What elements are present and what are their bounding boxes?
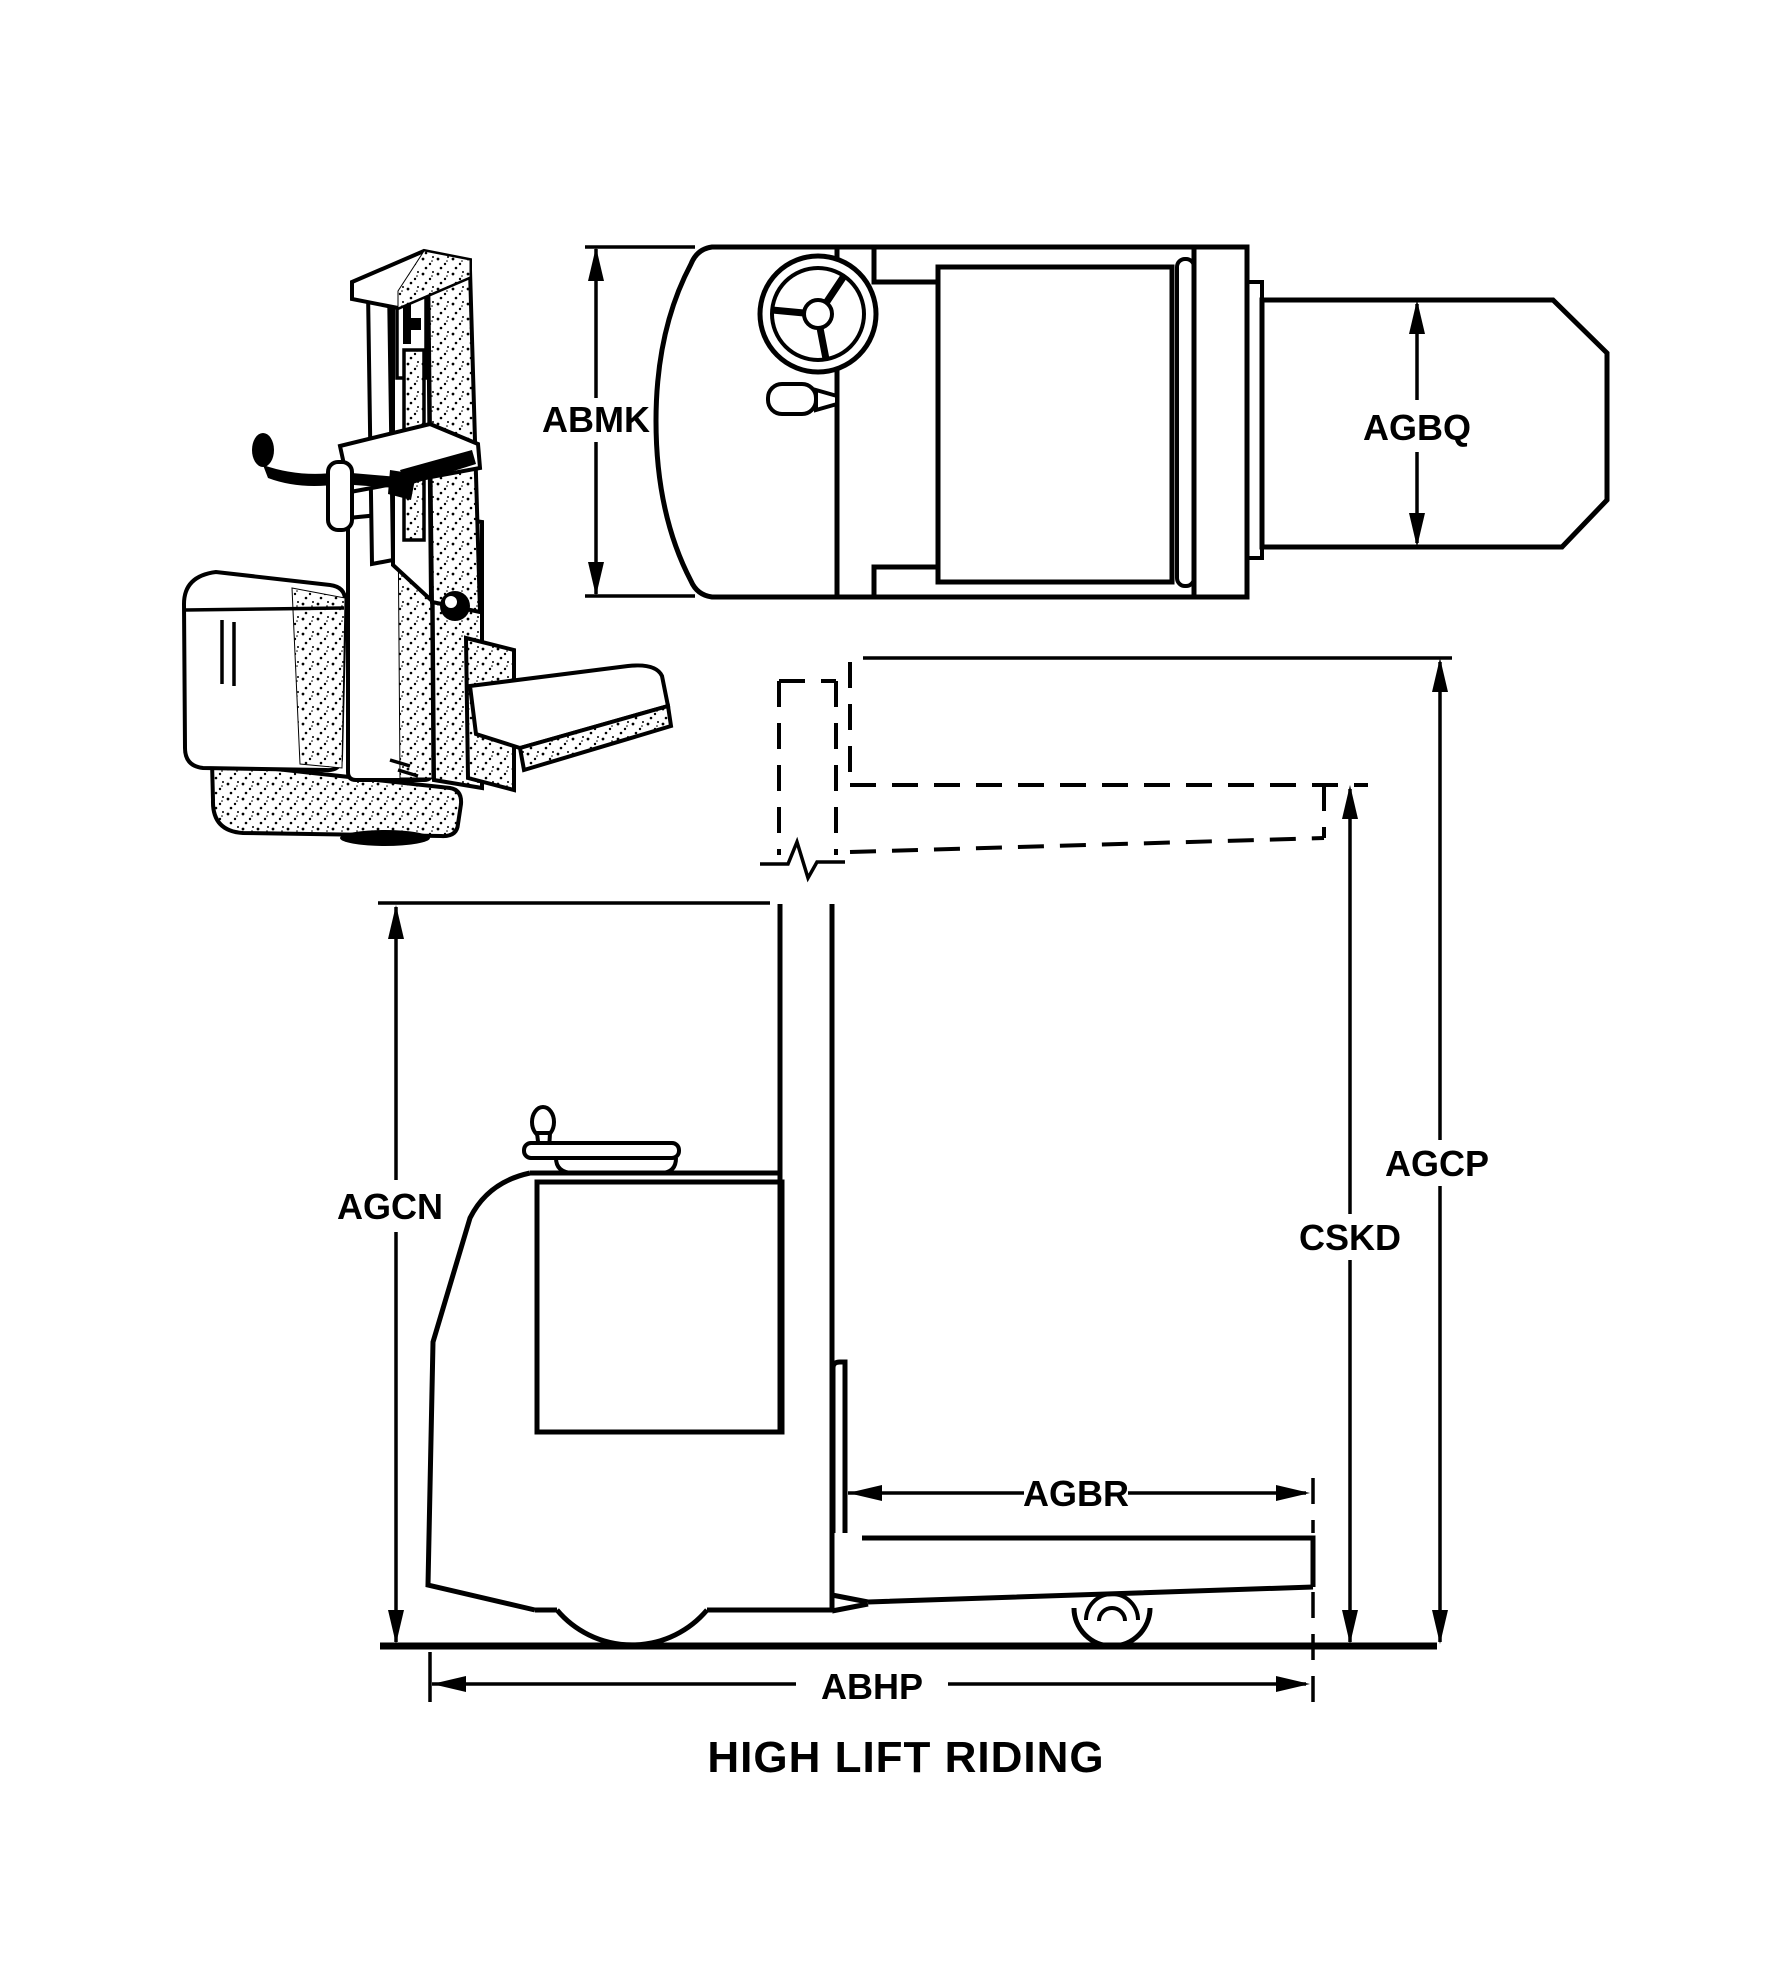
agbr-arrow-left-icon: [848, 1485, 882, 1501]
side-view: [425, 662, 1368, 1649]
pictorial-steer-column: [326, 460, 354, 532]
dimension-abhp: ABHP: [428, 1652, 1310, 1707]
raised-platform-bottom-dashed: [849, 836, 1325, 854]
pictorial-carriage-hook: [403, 300, 411, 344]
side-deck-top: [862, 1535, 1316, 1587]
plan-battery-box: [935, 264, 1175, 585]
plan-view: [653, 244, 1610, 600]
cskd-arrow-down-icon: [1342, 1610, 1358, 1644]
side-fork-carriage: [830, 1359, 848, 1533]
plan-body-outline: [653, 244, 1194, 600]
pictorial-forklift-illustration: [181, 248, 674, 846]
agbq-label: AGBQ: [1363, 407, 1471, 448]
side-deck-underside: [831, 1584, 1314, 1614]
cskd-arrow-up-icon: [1342, 785, 1358, 819]
side-tiller-handle: [522, 1105, 681, 1175]
dimension-abmk: ABMK: [542, 245, 695, 598]
mast-break-symbol: [760, 836, 845, 883]
dimension-agbq: AGBQ: [1363, 300, 1471, 547]
pictorial-tiller-pedestal: [388, 470, 416, 500]
pictorial-ground-shadow: [340, 830, 430, 846]
agcn-arrow-down-icon: [388, 1610, 404, 1644]
agbr-label: AGBR: [1023, 1473, 1129, 1514]
side-operator-box: [534, 1179, 785, 1435]
abmk-arrow-up-icon: [588, 247, 604, 281]
pictorial-platform-edge: [517, 703, 674, 773]
agcn-arrow-up-icon: [388, 905, 404, 939]
agcp-arrow-up-icon: [1432, 658, 1448, 692]
plan-fork-platform: [1259, 297, 1610, 550]
pictorial-chevrons: [389, 758, 419, 778]
pictorial-battery-stipple: [291, 587, 346, 769]
plan-control-lever: [766, 382, 839, 416]
diagram-title: HIGH LIFT RIDING: [707, 1733, 1104, 1782]
dimension-cskd: CSKD: [1299, 785, 1401, 1644]
pictorial-mast-left-upright: [365, 283, 396, 567]
side-raised-mast-dashed: [760, 662, 1368, 883]
pictorial-knob-highlight: [445, 596, 457, 608]
abhp-arrow-left-icon: [432, 1676, 466, 1692]
plan-backrest-plate: [1191, 244, 1250, 600]
plan-steering-wheel: [757, 253, 879, 375]
abmk-label: ABMK: [542, 399, 650, 440]
agbq-arrow-down-icon: [1409, 513, 1425, 547]
pictorial-hood-shadow: [400, 450, 476, 486]
pictorial-mast-cap-stipple: [397, 250, 471, 309]
agcp-label: AGCP: [1385, 1143, 1489, 1184]
dimension-agcp: AGCP: [863, 656, 1489, 1644]
agcp-arrow-down-icon: [1432, 1610, 1448, 1644]
abmk-extension-lines: [585, 245, 695, 598]
side-front-profile: [425, 1170, 536, 1613]
cskd-label: CSKD: [1299, 1217, 1401, 1258]
pictorial-battery-top-edge: [184, 606, 345, 612]
pictorial-tiller-knob: [252, 433, 274, 467]
pictorial-carriage-hook2: [411, 318, 421, 330]
pictorial-base: [209, 759, 464, 839]
agbq-arrow-up-icon: [1409, 300, 1425, 334]
agbr-arrow-right-icon: [1276, 1485, 1310, 1501]
pictorial-battery-ticks: [220, 620, 236, 686]
dimension-agbr: AGBR: [848, 1473, 1315, 1702]
dimension-agcn: AGCN: [337, 901, 770, 1644]
abhp-label: ABHP: [821, 1666, 923, 1707]
plan-compartment-steps: [871, 247, 938, 597]
abmk-arrow-down-icon: [588, 562, 604, 596]
agcn-label: AGCN: [337, 1186, 443, 1227]
abhp-arrow-right-icon: [1276, 1676, 1310, 1692]
